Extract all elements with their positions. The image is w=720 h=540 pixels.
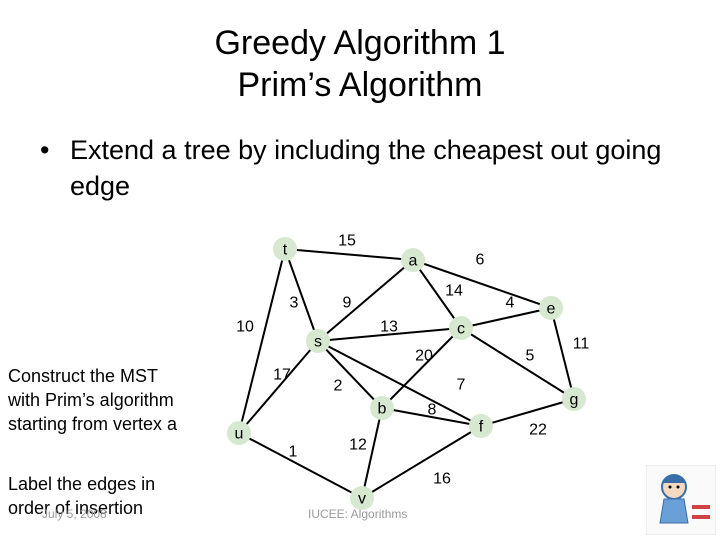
edge-a-s bbox=[317, 259, 414, 342]
edge-s-c bbox=[317, 327, 462, 342]
edge-weight-f-v: 16 bbox=[433, 471, 451, 488]
slide-title: Greedy Algorithm 1 Prim’s Algorithm bbox=[0, 22, 720, 106]
node-u: u bbox=[227, 421, 251, 445]
edge-t-s bbox=[284, 248, 319, 342]
node-label-e: e bbox=[547, 301, 556, 318]
edge-weight-s-u: 17 bbox=[273, 367, 291, 384]
node-t: t bbox=[273, 237, 297, 261]
node-circle-e bbox=[539, 296, 563, 320]
node-f: f bbox=[469, 414, 493, 438]
node-v: v bbox=[350, 486, 374, 510]
edge-weight-u-v: 1 bbox=[289, 444, 298, 461]
mascot-logo bbox=[646, 465, 716, 535]
nodes-layer: t a e s c u b f g v bbox=[227, 237, 586, 510]
node-g: g bbox=[562, 387, 586, 411]
node-label-s: s bbox=[314, 334, 322, 351]
edge-weight-f-g: 22 bbox=[529, 422, 547, 439]
edge-weight-a-c: 14 bbox=[445, 283, 463, 300]
edge-u-v bbox=[238, 432, 363, 499]
title-line-1: Greedy Algorithm 1 bbox=[214, 24, 506, 62]
edge-weight-c-b: 7 bbox=[457, 377, 466, 394]
edge-weight-a-s: 9 bbox=[343, 295, 352, 312]
node-label-t: t bbox=[283, 242, 288, 259]
edges-layer bbox=[238, 248, 575, 499]
edge-b-v bbox=[361, 407, 383, 499]
instruction-label-edges: Label the edges in order of insertion bbox=[8, 474, 156, 518]
footer-date: July 5, 2008 bbox=[42, 507, 107, 521]
node-label-a: a bbox=[409, 253, 418, 270]
edge-weight-t-s: 3 bbox=[290, 295, 299, 312]
node-label-b: b bbox=[378, 401, 387, 418]
footer-course: IUCEE: Algorithms bbox=[308, 507, 408, 521]
node-a: a bbox=[401, 248, 425, 272]
node-label-u: u bbox=[235, 426, 244, 443]
edge-c-g bbox=[460, 327, 575, 400]
edge-t-u bbox=[238, 248, 286, 434]
edge-weight-s-b: 2 bbox=[334, 378, 343, 395]
edge-c-b bbox=[381, 327, 462, 409]
node-label-c: c bbox=[457, 321, 465, 338]
edge-weight-b-f: 8 bbox=[428, 402, 437, 419]
edge-t-a bbox=[284, 248, 414, 261]
edge-weight-s-f: 20 bbox=[415, 348, 433, 365]
node-circle-f bbox=[469, 414, 493, 438]
node-label-f: f bbox=[479, 419, 484, 436]
node-circle-u bbox=[227, 421, 251, 445]
bullet-text: Extend a tree by including the cheapest … bbox=[70, 135, 662, 201]
edge-weight-t-a: 15 bbox=[338, 233, 356, 250]
edge-f-v bbox=[361, 425, 482, 499]
edge-b-f bbox=[381, 407, 482, 427]
node-circle-a bbox=[401, 248, 425, 272]
edge-a-c bbox=[412, 259, 462, 329]
edge-weight-a-e: 6 bbox=[476, 252, 485, 269]
node-circle-t bbox=[273, 237, 297, 261]
edge-s-f bbox=[317, 340, 482, 427]
edge-s-u bbox=[238, 340, 319, 434]
edge-f-g bbox=[480, 398, 575, 427]
node-s: s bbox=[306, 329, 330, 353]
edge-weight-c-e: 4 bbox=[506, 295, 515, 312]
node-circle-s bbox=[306, 329, 330, 353]
node-circle-v bbox=[350, 486, 374, 510]
node-c: c bbox=[449, 316, 473, 340]
instruction-construct-mst: Construct the MST with Prim’s algorithm … bbox=[8, 366, 178, 434]
title-line-2: Prim’s Algorithm bbox=[237, 66, 483, 104]
node-label-g: g bbox=[570, 392, 579, 409]
edge-weight-b-v: 12 bbox=[349, 437, 367, 454]
node-circle-b bbox=[370, 396, 394, 420]
edge-weight-s-c: 13 bbox=[380, 319, 398, 336]
edge-s-b bbox=[317, 340, 383, 409]
node-label-v: v bbox=[358, 491, 366, 508]
node-e: e bbox=[539, 296, 563, 320]
edge-a-e bbox=[412, 259, 552, 309]
node-b: b bbox=[370, 396, 394, 420]
node-circle-g bbox=[562, 387, 586, 411]
edge-weight-e-g: 11 bbox=[573, 336, 590, 353]
edge-e-g bbox=[550, 307, 575, 400]
edge-c-e bbox=[460, 307, 552, 329]
bullet-dot: • bbox=[40, 135, 50, 165]
edge-weight-t-u: 10 bbox=[236, 319, 254, 336]
edge-weight-c-g: 5 bbox=[526, 348, 535, 365]
weights-layer: 15 6 3 9 14 4 10 13 11 17 2 20 5 7 8 1 12 22 16 bbox=[236, 233, 589, 488]
node-circle-c bbox=[449, 316, 473, 340]
